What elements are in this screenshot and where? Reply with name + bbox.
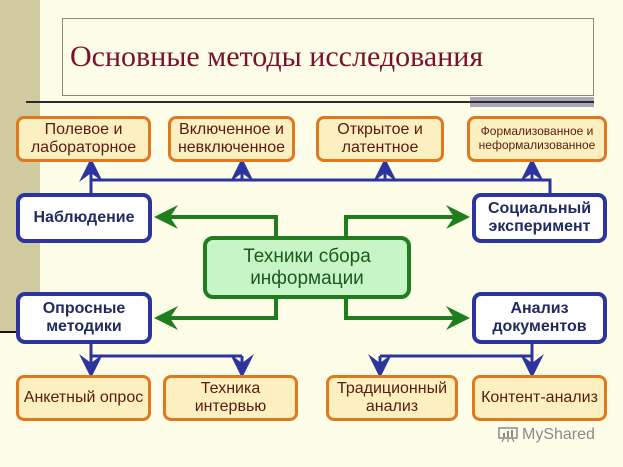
page-title: Основные методы исследования bbox=[70, 40, 484, 73]
arrow-to-documents bbox=[344, 298, 470, 330]
watermark-text: MyShared bbox=[522, 426, 595, 443]
arrow-to-surveys bbox=[154, 298, 278, 330]
survey-type-questionnaire: Анкетный опрос bbox=[16, 375, 151, 421]
surveys-connector bbox=[79, 344, 254, 378]
title-frame bbox=[62, 18, 594, 96]
document-type-traditional: Традиционный анализ bbox=[326, 375, 458, 421]
presentation-icon bbox=[498, 427, 518, 443]
survey-type-interview: Техника интервью bbox=[163, 375, 298, 421]
observation-type-open: Открытое и латентное bbox=[316, 116, 444, 162]
documents-connector bbox=[368, 344, 544, 378]
arrow-to-experiment bbox=[344, 205, 470, 238]
title-rule bbox=[26, 101, 594, 103]
method-experiment: Социальный эксперимент bbox=[472, 193, 607, 243]
arrow-to-observation bbox=[154, 205, 278, 238]
observation-type-included: Включенное и невключенное bbox=[168, 116, 295, 162]
watermark: MyShared bbox=[498, 426, 595, 444]
method-surveys: Опросные методики bbox=[16, 292, 152, 344]
method-observation: Наблюдение bbox=[16, 193, 152, 243]
center-techniques: Техники сбора информации bbox=[203, 236, 411, 299]
observation-type-formal: Формализованное и неформализованное bbox=[467, 116, 607, 162]
center-connectors bbox=[154, 205, 470, 330]
document-type-content: Контент-анализ bbox=[472, 375, 607, 421]
sidebar-line bbox=[0, 331, 16, 333]
observation-connector bbox=[79, 158, 552, 195]
method-documents: Анализ документов bbox=[472, 292, 607, 344]
observation-type-field: Полевое и лабораторное bbox=[16, 116, 151, 162]
sidebar-strip bbox=[0, 0, 40, 332]
